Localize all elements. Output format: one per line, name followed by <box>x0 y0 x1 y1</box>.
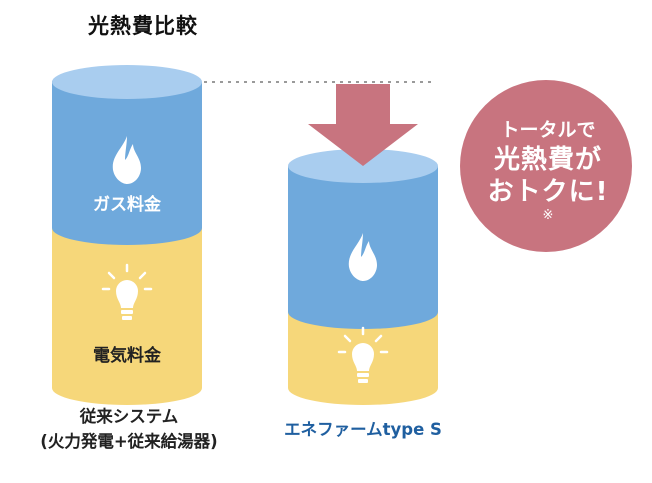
cylinder-top <box>52 65 202 99</box>
conventional-caption-line2: (火力発電+従来給湯器) <box>40 432 218 451</box>
savings-bubble-text: トータルで 光熱費が おトクに! ※ <box>458 116 638 224</box>
electric-fee-label: 電気料金 <box>93 346 161 366</box>
flame-icon <box>112 136 141 184</box>
bubble-line2: 光熱費が <box>493 145 602 175</box>
bubble-note: ※ <box>542 208 554 223</box>
flame-icon <box>348 233 377 281</box>
page-title: 光熱費比較 <box>88 14 198 38</box>
gas-fee-label: ガス料金 <box>93 195 161 215</box>
lightbulb-icon <box>101 263 153 320</box>
bubble-line3: おトクに! <box>487 177 609 207</box>
enefarm-caption: エネファームtype S <box>284 420 442 439</box>
lightbulb-icon <box>337 326 389 383</box>
down-arrow-icon <box>308 84 418 166</box>
savings-bubble <box>460 80 632 252</box>
bubble-line1: トータルで <box>500 119 596 141</box>
conventional-caption: 従来システム (火力発電+従来給湯器) <box>0 404 258 454</box>
conventional-caption-line1: 従来システム <box>79 407 179 426</box>
gas-segment-right <box>288 166 438 329</box>
